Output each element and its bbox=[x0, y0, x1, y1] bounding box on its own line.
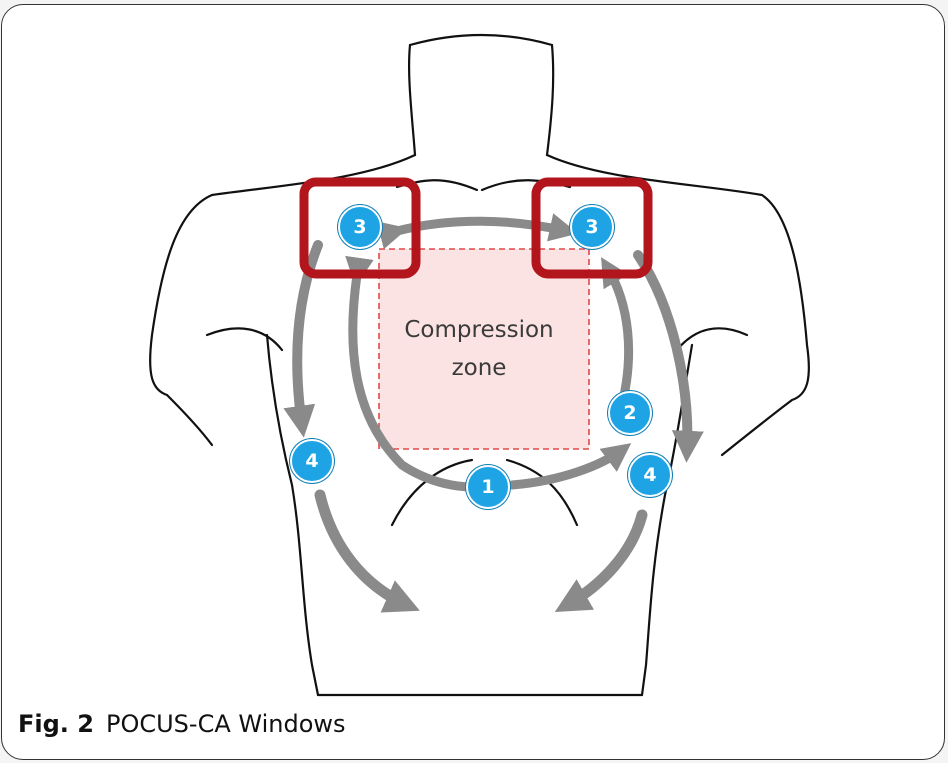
left-side bbox=[267, 335, 318, 695]
right-pectoral bbox=[507, 460, 577, 525]
compression-zone bbox=[379, 249, 589, 449]
window-2-badge: 2 bbox=[608, 391, 652, 435]
figure-number: Fig. 2 bbox=[18, 710, 94, 738]
figure-title: POCUS-CA Windows bbox=[106, 710, 346, 738]
compression-zone-label-line2: zone bbox=[374, 355, 584, 381]
figure-caption: Fig. 2 POCUS-CA Windows bbox=[18, 710, 346, 750]
torso-diagram bbox=[2, 5, 945, 760]
arrow-right-down bbox=[567, 515, 642, 605]
window-1-badge: 1 bbox=[466, 465, 510, 509]
window-3-left-badge: 3 bbox=[338, 205, 382, 249]
window-4-right-badge: 4 bbox=[628, 453, 672, 497]
compression-zone-label-line1: Compression bbox=[374, 317, 584, 343]
left-trapezius bbox=[150, 155, 415, 445]
window-4-left-badge: 4 bbox=[290, 439, 334, 483]
figure-frame: Compression zone 1 2 3 3 4 4 Fig. 2 POCUS… bbox=[1, 4, 945, 760]
arrow-3-to-3 bbox=[397, 221, 567, 231]
left-armpit bbox=[207, 328, 282, 350]
arrow-left-down bbox=[320, 495, 407, 605]
right-armpit bbox=[677, 328, 747, 350]
arrow-right-inner bbox=[607, 267, 629, 405]
window-3-right-badge: 3 bbox=[570, 205, 614, 249]
neck-outline bbox=[409, 35, 553, 155]
